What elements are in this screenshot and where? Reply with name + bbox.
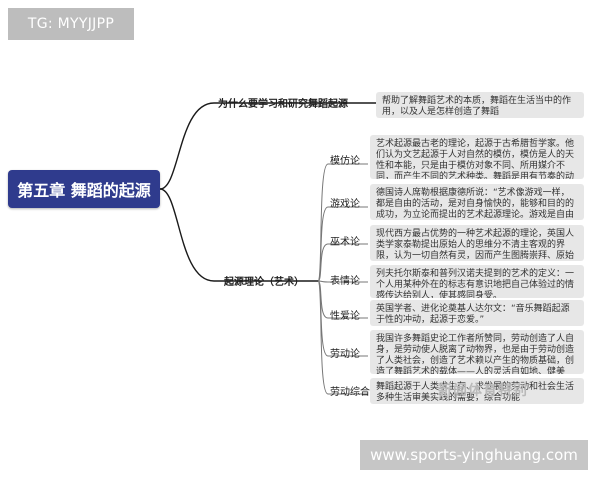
connector-leaf-6	[317, 280, 368, 395]
top-tag: TG: MYYJJPP	[8, 8, 134, 40]
leaf-label-labor-comprehensive: 劳动综合论	[330, 387, 380, 398]
leaf-label-imitation: 模仿论	[330, 156, 360, 167]
connector-leaf-2	[317, 243, 368, 282]
leaf-label-expression: 表情论	[330, 276, 360, 287]
leaf-box-labor-comprehensive: 舞蹈起源于人类求生存、求发展的劳动和社会生活多种生活审美实践的需要，综合功能	[370, 378, 584, 404]
watermark-url: www.sports-yinghuang.com	[360, 440, 588, 470]
branch-label-why-study: 为什么要学习和研究舞蹈起源	[218, 99, 348, 110]
leaf-label-labor: 劳动论	[330, 349, 360, 360]
connector-root-branch-0	[159, 102, 376, 190]
leaf-label-sexuality: 性爱论	[330, 311, 360, 322]
faint-overlay-text: 新闻体育特别	[438, 383, 528, 399]
leaf-box-witchcraft: 现代西方最占优势的一种艺术起源的理论，英国人类学家泰勒提出原始人的思维分不清主客…	[370, 225, 584, 261]
leaf-label-play: 游戏论	[330, 199, 360, 210]
leaf-box-labor: 我国许多舞蹈史论工作者所赞同，劳动创造了人自身，是劳动使人脱离了动物界，也是由于…	[370, 330, 584, 374]
branch-label-origin-theory: 起源理论（艺术）	[224, 277, 304, 288]
leaf-box-expression: 列夫托尔斯泰和普列汉诺夫提到的艺术的定义：一个人用某种外在的标志有意识地把自己体…	[370, 265, 584, 298]
leaf-box-sexuality: 英国学者、进化论奠基人达尔文：“音乐舞蹈起源于性的冲动，起源于恋爱。”	[370, 300, 584, 326]
root-node-title: 第五章 舞蹈的起源	[8, 170, 160, 208]
leaf-label-witchcraft: 巫术论	[330, 237, 360, 248]
connector-root-branch-1	[159, 188, 318, 282]
branch-box-why-study: 帮助了解舞蹈艺术的本质，舞蹈在生活当中的作用，以及人是怎样创造了舞蹈	[376, 92, 584, 118]
connector-leaf-0	[317, 163, 368, 282]
leaf-box-play: 德国诗人席勒根据康德所说：“艺术像游戏一样，都是自由的活动，是对自身愉快的，能够…	[370, 184, 584, 220]
leaf-box-imitation: 艺术起源最古老的理论，起源于古希腊哲学家。他们认为文艺起源于人对自然的模仿，模仿…	[370, 135, 584, 179]
connector-leaf-3	[317, 280, 368, 283]
